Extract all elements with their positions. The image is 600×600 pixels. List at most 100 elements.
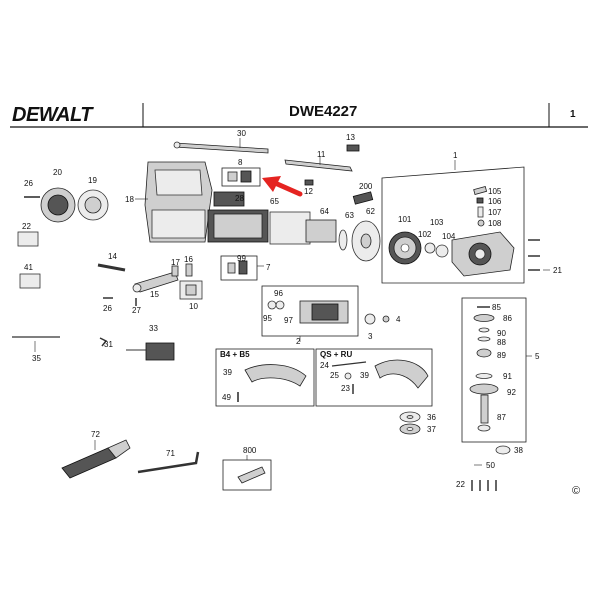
label-107: 107 bbox=[488, 208, 502, 217]
part-spindle-stack bbox=[469, 306, 499, 432]
label-41: 41 bbox=[24, 263, 33, 272]
label-37: 37 bbox=[427, 425, 436, 434]
label-5: 5 bbox=[535, 352, 540, 361]
part-11-switch-slider bbox=[284, 157, 353, 172]
part-28-clamp bbox=[213, 191, 245, 207]
label-86: 86 bbox=[503, 314, 512, 323]
part-62-flange-disc bbox=[351, 220, 381, 262]
label-87: 87 bbox=[497, 413, 506, 422]
part-18-motor-housing bbox=[135, 161, 213, 243]
label-800: 800 bbox=[243, 446, 257, 455]
label-101: 101 bbox=[398, 215, 412, 224]
label-200: 200 bbox=[359, 182, 373, 191]
label-19: 19 bbox=[88, 176, 97, 185]
label-90: 90 bbox=[497, 329, 506, 338]
part-5-spindle-box bbox=[461, 297, 532, 443]
label-92: 92 bbox=[507, 388, 516, 397]
part-35-cable bbox=[12, 336, 60, 352]
label-38: 38 bbox=[514, 446, 523, 455]
label-12: 12 bbox=[304, 187, 313, 196]
label-106: 106 bbox=[488, 197, 502, 206]
guard-box-b4-b5 bbox=[215, 348, 315, 407]
label-18: 18 bbox=[125, 195, 134, 204]
label-64: 64 bbox=[320, 207, 329, 216]
part-30-switch-rod bbox=[173, 138, 269, 154]
guard-box-left-title: B4 + B5 bbox=[220, 350, 250, 359]
label-13: 13 bbox=[346, 133, 355, 142]
label-65: 65 bbox=[270, 197, 279, 206]
part-800-accessory-box bbox=[222, 455, 272, 491]
label-16: 16 bbox=[184, 255, 193, 264]
part-105-108-lock-assembly bbox=[473, 186, 488, 227]
part-41-label-card bbox=[19, 273, 41, 289]
label-97: 97 bbox=[284, 316, 293, 325]
part-200-brush-set bbox=[352, 191, 374, 205]
label-49: 49 bbox=[222, 393, 231, 402]
highlight-arrow bbox=[262, 176, 303, 197]
part-33-electronic-module bbox=[126, 342, 175, 361]
label-10: 10 bbox=[189, 302, 198, 311]
label-24: 24 bbox=[320, 361, 329, 370]
label-21: 21 bbox=[553, 266, 562, 275]
label-89: 89 bbox=[497, 351, 506, 360]
label-39-right: 39 bbox=[360, 371, 369, 380]
part-31-clip bbox=[99, 337, 108, 347]
label-91: 91 bbox=[503, 372, 512, 381]
label-63: 63 bbox=[345, 211, 354, 220]
part-10-cord-clamp bbox=[179, 280, 203, 300]
part-104-bearing bbox=[435, 244, 449, 258]
label-105: 105 bbox=[488, 187, 502, 196]
part-36-flange bbox=[399, 411, 421, 423]
label-36: 36 bbox=[427, 413, 436, 422]
label-23: 23 bbox=[341, 384, 350, 393]
part-4-washer bbox=[382, 315, 390, 323]
label-35: 35 bbox=[32, 354, 41, 363]
part-71-hex-key bbox=[137, 451, 200, 474]
part-1-gear-case-box bbox=[381, 160, 525, 284]
part-24-25-23-fasteners bbox=[331, 361, 367, 394]
label-2: 2 bbox=[296, 337, 301, 346]
label-3: 3 bbox=[368, 332, 373, 341]
label-7: 7 bbox=[266, 263, 271, 272]
part-39-guard-left bbox=[244, 364, 307, 387]
part-3-bearing bbox=[364, 313, 376, 325]
label-39-left: 39 bbox=[223, 368, 232, 377]
label-62: 62 bbox=[366, 207, 375, 216]
label-33: 33 bbox=[149, 324, 158, 333]
label-14: 14 bbox=[108, 252, 117, 261]
part-2-armature-box bbox=[261, 285, 359, 342]
part-12-spring bbox=[304, 179, 314, 186]
brand-logo-text: DEWALT bbox=[12, 104, 94, 126]
label-50: 50 bbox=[486, 461, 495, 470]
label-25: 25 bbox=[330, 371, 339, 380]
label-8: 8 bbox=[238, 158, 243, 167]
label-71: 71 bbox=[166, 449, 175, 458]
part-22-screws bbox=[471, 480, 497, 491]
label-27: 27 bbox=[132, 306, 141, 315]
label-103: 103 bbox=[430, 218, 444, 227]
label-15: 15 bbox=[150, 290, 159, 299]
part-64-fan-baffle bbox=[269, 211, 337, 245]
part-19-brush-holder bbox=[77, 189, 109, 221]
label-85: 85 bbox=[492, 303, 501, 312]
label-95: 95 bbox=[263, 314, 272, 323]
part-22-label-card bbox=[17, 231, 39, 247]
label-72: 72 bbox=[91, 430, 100, 439]
label-108: 108 bbox=[488, 219, 502, 228]
label-88: 88 bbox=[497, 338, 506, 347]
label-30: 30 bbox=[237, 129, 246, 138]
part-15-cord-protector bbox=[132, 271, 179, 293]
part-21-screws bbox=[528, 239, 550, 271]
part-37-nut bbox=[399, 423, 421, 435]
part-38-spanner bbox=[495, 445, 511, 455]
label-26-bottom: 26 bbox=[103, 304, 112, 313]
part-gear-case-housing bbox=[451, 231, 515, 277]
part-99-switch-box bbox=[220, 255, 264, 281]
page-number: 1 bbox=[570, 109, 576, 120]
label-104: 104 bbox=[442, 232, 456, 241]
label-17: 17 bbox=[171, 258, 180, 267]
guard-box-qs-ru bbox=[315, 348, 433, 407]
copyright-mark: © bbox=[572, 485, 580, 497]
part-39-guard-right bbox=[374, 359, 429, 389]
